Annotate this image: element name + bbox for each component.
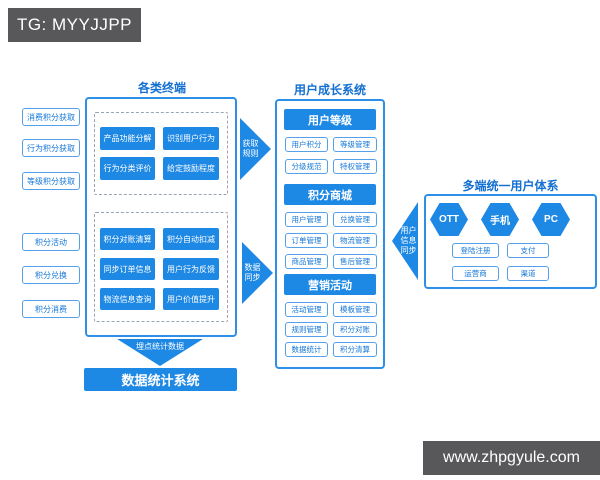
growth-system-title: 用户成长系统 [293,83,366,97]
node-logistics-info-query: 物流信息查询 [100,288,155,310]
node-behavior-classification: 行为分类评价 [100,157,155,180]
node-level-management: 等级管理 [333,137,377,152]
user-info-sync-arrow: 用户信息同步 [392,202,418,280]
node-points-auto-deduct: 积分自动扣减 [163,228,219,250]
node-operator: 运营商 [452,266,499,281]
node-consume-points-get: 消费积分获取 [22,108,80,126]
node-behavior-points-get: 行为积分获取 [22,139,80,157]
node-aftersale-management: 售后管理 [333,254,377,269]
data-sync-arrow: 数据同步 [242,242,273,304]
section-marketing-activity: 营销活动 [284,274,376,295]
node-user-behavior-feedback: 用户行为反馈 [163,258,219,280]
tg-badge: TG: MYYJJPP [8,8,141,42]
node-template-management: 模板管理 [333,302,377,317]
node-set-incentive-level: 给定鼓励程度 [163,157,219,180]
terminals-group1-dashed-box [94,112,228,195]
data-sync-arrow-label: 数据同步 [244,263,261,282]
node-sync-order-info: 同步订单信息 [100,258,155,280]
node-points-exchange: 积分兑换 [22,266,80,284]
hexagon-ott: OTT [430,203,468,236]
node-grading-rules: 分级规范 [285,159,328,174]
terminals-title: 各类终端 [137,81,186,95]
acquire-rules-arrow-label: 获取规则 [242,139,259,158]
watermark-url: www.zhpgyule.com [423,441,600,475]
node-logistics-management: 物流管理 [333,233,377,248]
node-login-register: 登陆注册 [452,243,499,258]
data-statistics-system: 数据统计系统 [84,368,237,391]
tracking-data-arrow-label: 埋点统计数据 [136,342,184,351]
node-points-reconcile: 积分对账 [333,322,377,337]
user-info-sync-arrow-label: 用户信息同步 [400,226,417,255]
tracking-data-arrow: 埋点统计数据 [117,339,203,366]
terminals-group2-dashed-box [94,212,228,322]
unified-users-title: 多端统一用户体系 [462,179,559,193]
node-payment: 支付 [507,243,549,258]
node-points-activity: 积分活动 [22,233,80,251]
node-points-reconciliation: 积分对账清算 [100,228,155,250]
node-channel: 渠道 [507,266,549,281]
node-order-management: 订单管理 [285,233,328,248]
section-user-level: 用户等级 [284,109,376,130]
node-user-management: 用户管理 [285,212,328,227]
node-product-function-breakdown: 产品功能分解 [100,127,155,150]
node-rule-management: 规则管理 [285,322,328,337]
node-goods-management: 商品管理 [285,254,328,269]
node-points-consume: 积分消费 [22,300,80,318]
node-identify-user-behavior: 识别用户行为 [163,127,219,150]
node-user-points: 用户积分 [285,137,328,152]
node-privilege-management: 特权管理 [333,159,377,174]
node-user-value-improve: 用户价值提升 [163,288,219,310]
node-data-statistics: 数据统计 [285,342,328,357]
acquire-rules-arrow: 获取规则 [240,118,271,180]
node-level-points-get: 等级积分获取 [22,172,80,190]
node-exchange-management: 兑换管理 [333,212,377,227]
node-activity-management: 活动管理 [285,302,328,317]
section-points-mall: 积分商城 [284,184,376,205]
node-points-settlement: 积分清算 [333,342,377,357]
